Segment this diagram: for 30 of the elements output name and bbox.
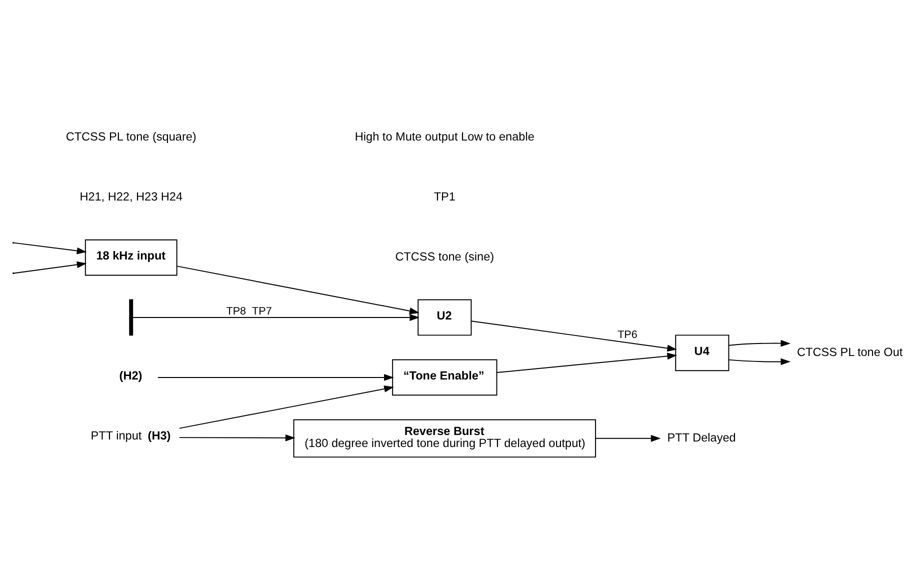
label: TP1 (434, 190, 456, 204)
arrow (157, 374, 394, 380)
edge-label: TP6 (618, 328, 638, 340)
arrow (178, 384, 394, 428)
label: H21, H22, H23 H24 (80, 190, 183, 204)
node-box: Reverse Burst (180 degree inverted tone during PTT delayed output) (293, 418, 596, 458)
node-label: PTT input (90, 428, 142, 442)
node-box: 18 kHz input (84, 238, 178, 276)
arrow (176, 265, 420, 314)
arrow (471, 320, 678, 352)
node-text: PTT Delayed (667, 430, 736, 444)
node-text: (H2) (119, 369, 142, 382)
arrow (132, 314, 420, 320)
node-box: U4 (675, 334, 730, 371)
arrow (13, 260, 87, 274)
node-text: CTCSS PL tone Out (797, 345, 903, 358)
node-bar (129, 298, 134, 336)
label: CTCSS PL tone (square) (66, 130, 196, 144)
arrow (595, 434, 661, 442)
label: High to Mute output Low to enable (354, 130, 534, 144)
edge-label: TP8 TP7 (226, 304, 272, 317)
arrow (728, 339, 791, 346)
arrow (728, 358, 791, 365)
arrow (496, 352, 678, 372)
arrow (178, 434, 296, 441)
node-box: U2 (418, 298, 472, 336)
node-box: “Tone Enable” (392, 358, 498, 396)
node-text: (H3) (148, 428, 171, 442)
arrow (13, 242, 87, 254)
label: CTCSS tone (sine) (395, 250, 494, 264)
